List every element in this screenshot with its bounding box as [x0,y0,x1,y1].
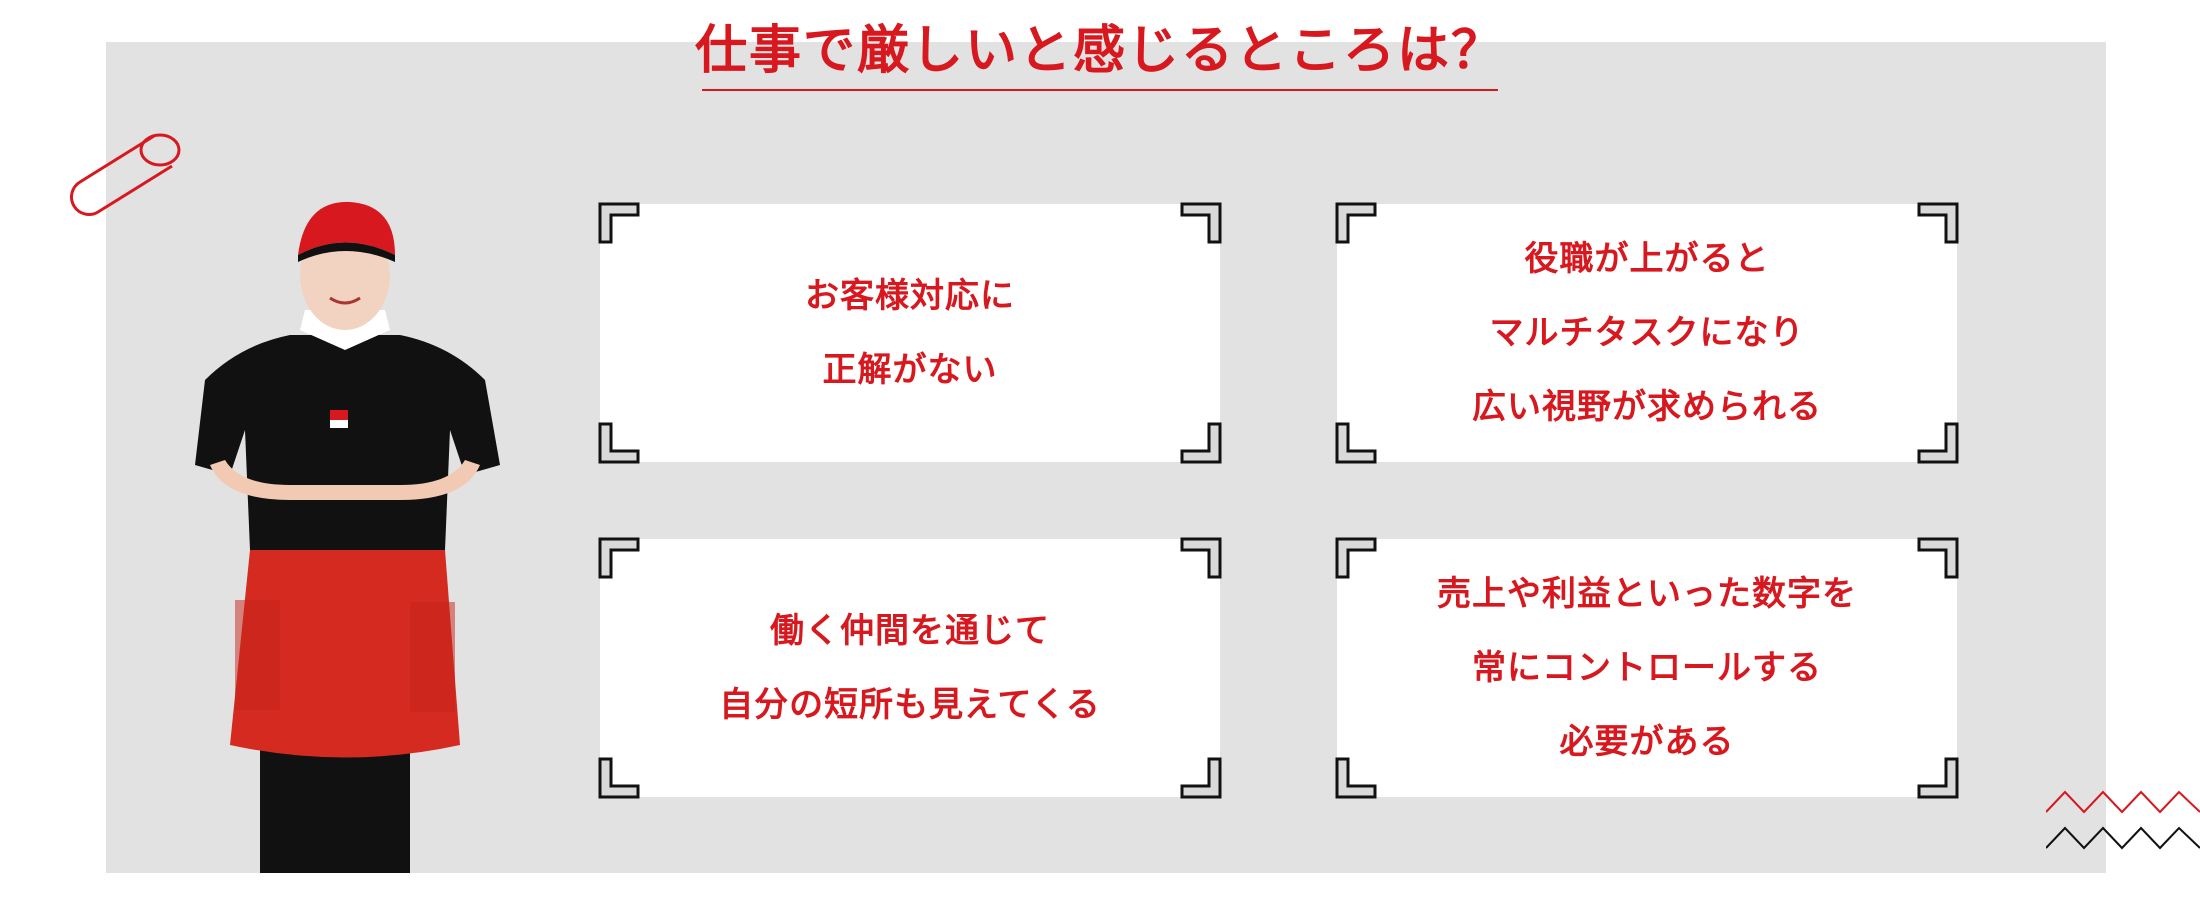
page-title: 仕事で厳しいと感じるところは？ [694,21,1505,81]
corner-bracket-icon [1335,202,1377,244]
corner-bracket-icon [1335,537,1377,579]
corner-bracket-icon [598,757,640,799]
card-customer-service: お客様対応に 正解がない [600,204,1220,462]
corner-bracket-icon [1180,422,1222,464]
corner-bracket-icon [598,202,640,244]
card-teammates: 働く仲間を通じて 自分の短所も見えてくる [600,539,1220,797]
paperclip-icon [70,133,181,216]
card-line: 広い視野が求められる [1472,387,1822,427]
corner-bracket-icon [1335,757,1377,799]
card-line: 自分の短所も見えてくる [719,685,1101,725]
card-line: 必要がある [1559,722,1735,762]
card-sales-numbers: 売上や利益といった数字を 常にコントロールする 必要がある [1337,539,1957,797]
corner-bracket-icon [1180,202,1222,244]
corner-bracket-icon [598,537,640,579]
corner-bracket-icon [1180,757,1222,799]
corner-bracket-icon [1917,537,1959,579]
corner-bracket-icon [598,422,640,464]
card-multitask: 役職が上がると マルチタスクになり 広い視野が求められる [1337,204,1957,462]
corner-bracket-icon [1917,202,1959,244]
card-line: 正解がない [822,350,998,390]
card-line: マルチタスクになり [1489,313,1805,353]
corner-bracket-icon [1917,422,1959,464]
corner-bracket-icon [1180,537,1222,579]
corner-bracket-icon [1917,757,1959,799]
zigzag-black-decoration [2046,826,2200,850]
card-line: 売上や利益といった数字を [1437,574,1857,614]
card-line: お客様対応に [805,276,1015,316]
card-line: 役職が上がると [1524,239,1770,279]
corner-bracket-icon [1335,422,1377,464]
staff-photo [195,201,500,873]
title-underline [702,89,1498,91]
zigzag-red-decoration [2046,790,2200,814]
card-line: 働く仲間を通じて [770,611,1050,651]
card-line: 常にコントロールする [1472,648,1822,688]
